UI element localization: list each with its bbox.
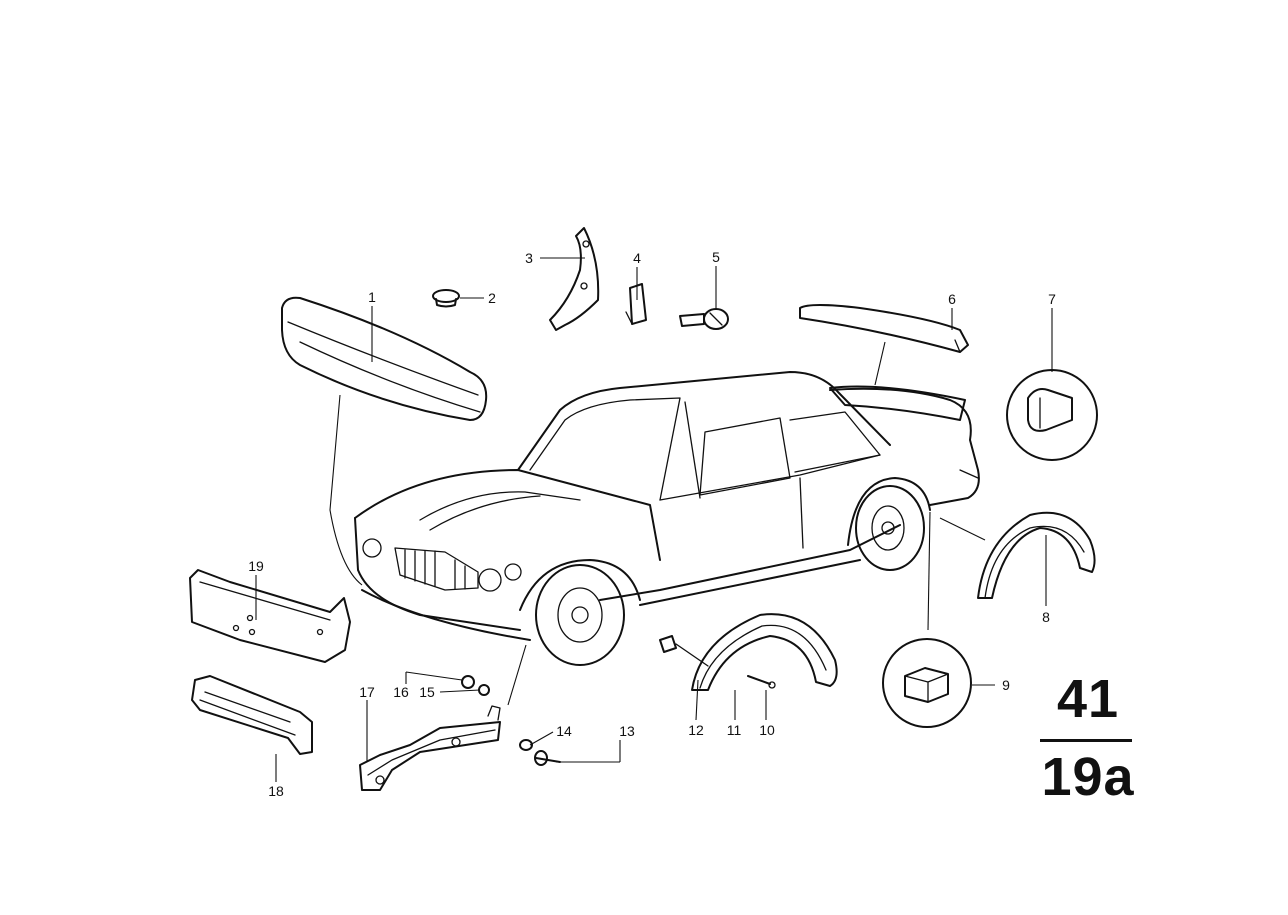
- assembly-lines: [329, 341, 986, 706]
- washer-part: [519, 739, 533, 751]
- bolt-part: [534, 750, 561, 766]
- rear-flare-part: [977, 511, 1096, 599]
- callout-15: 15: [419, 684, 435, 700]
- callout-13: 13: [619, 723, 635, 739]
- reference-subgroup-number: 19a: [1041, 747, 1135, 807]
- rear-spoiler-part: [799, 304, 969, 353]
- nut-part: [659, 635, 709, 667]
- callout-19: 19: [248, 558, 264, 574]
- grommet-part: [432, 289, 460, 308]
- bracket-part: [359, 705, 501, 791]
- callout-5: 5: [712, 249, 720, 265]
- reference-divider: [1040, 739, 1132, 742]
- car-body: [354, 371, 980, 666]
- callout-6: 6: [948, 291, 956, 307]
- lower-bracket-part: [191, 675, 313, 755]
- screw-part: [747, 675, 776, 689]
- callout-1: 1: [368, 289, 376, 305]
- trim-detail-part: [1006, 369, 1098, 461]
- callout-18: 18: [268, 783, 284, 799]
- front-flare-part: [691, 613, 838, 691]
- small-washer-part: [478, 684, 490, 696]
- callout-2: 2: [488, 290, 496, 306]
- callout-leaders: [255, 257, 1053, 782]
- callout-9: 9: [1002, 677, 1010, 693]
- callout-3: 3: [525, 250, 533, 266]
- reference-group-number: 41: [1056, 669, 1120, 729]
- callout-12: 12: [688, 722, 704, 738]
- flare-bracket-part: [549, 227, 600, 331]
- callout-17: 17: [359, 684, 375, 700]
- callout-labels: 1 2 3 4 5 6 7 8 9 10 11 12 13 14 15 16 1…: [248, 249, 1056, 799]
- callout-14: 14: [556, 723, 572, 739]
- callout-8: 8: [1042, 609, 1050, 625]
- callout-10: 10: [759, 722, 775, 738]
- expanding-rivet-part: [679, 308, 729, 330]
- plate-bracket-part: [189, 569, 351, 663]
- foam-pad-part: [882, 638, 972, 728]
- front-spoiler-part: [281, 296, 488, 421]
- clip-part: [625, 283, 647, 325]
- callout-7: 7: [1048, 291, 1056, 307]
- small-nut-part: [461, 675, 475, 689]
- callout-4: 4: [633, 250, 641, 266]
- callout-11: 11: [727, 722, 742, 738]
- callout-16: 16: [393, 684, 409, 700]
